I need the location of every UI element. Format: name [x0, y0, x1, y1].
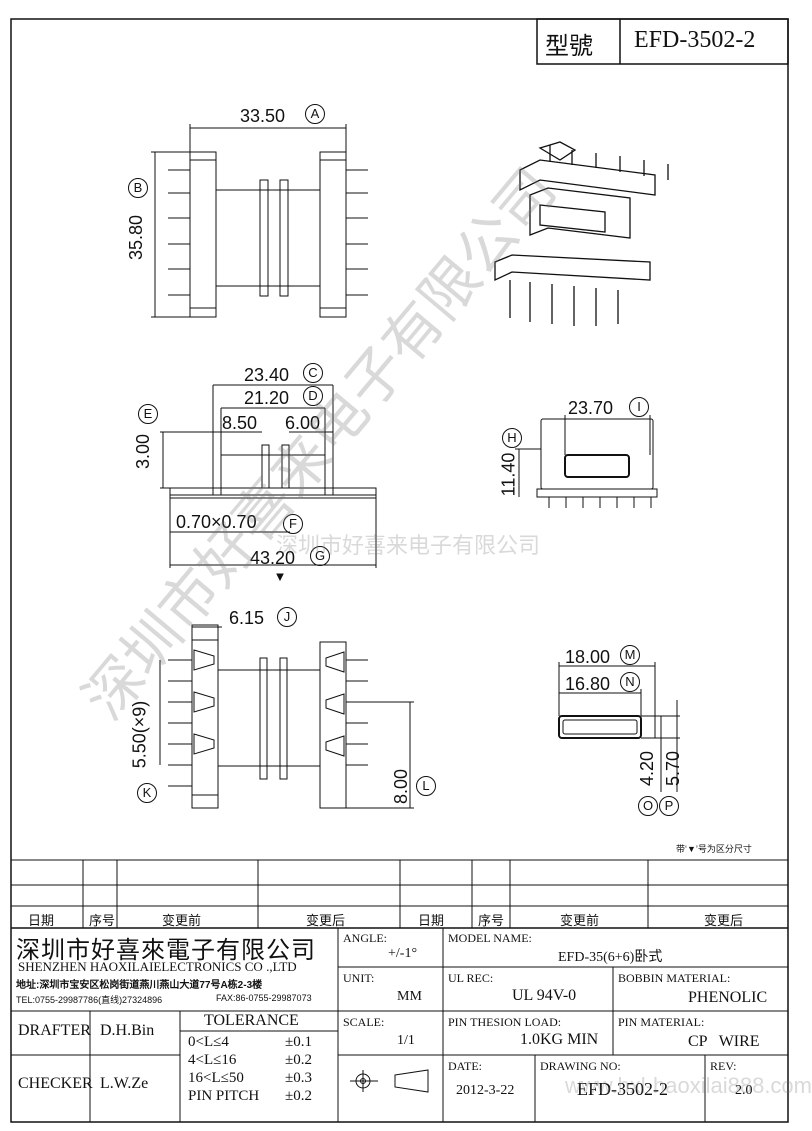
rev-date-header: 日期	[28, 913, 55, 928]
dim-m-value: 18.00	[565, 647, 611, 667]
dim-a-tag: A	[305, 104, 325, 124]
distinction-note: 带‘▼’号为区分尺寸	[676, 844, 752, 854]
top-view	[151, 124, 368, 318]
dim-e-value: 3.00	[133, 433, 154, 470]
dim-e-tag: E	[138, 404, 158, 424]
pin-section-view	[558, 662, 680, 792]
scale-value: 1/1	[397, 1033, 415, 1048]
dim-g-value: 43.20	[250, 548, 296, 568]
rev-before-header: 变更前	[162, 913, 202, 928]
dim-850-value: 8.50	[222, 413, 258, 433]
rev-seq-header: 序号	[89, 913, 116, 928]
dim-c-value: 23.40	[244, 365, 290, 385]
date-label: DATE:	[448, 1059, 482, 1073]
tolerance-range-1: 0<L≤4	[188, 1034, 229, 1050]
unit-label: UNIT:	[343, 971, 375, 985]
dim-n-tag: N	[620, 672, 640, 692]
checker-label: CHECKER	[18, 1075, 93, 1092]
rev-before-header-2: 变更前	[560, 913, 600, 928]
model-value: EFD-3502-2	[634, 27, 756, 53]
dim-o-tag: O	[638, 796, 658, 816]
dim-k-tag: K	[137, 783, 157, 803]
dim-a-value: 33.50	[240, 106, 286, 126]
rev-after-header-2: 变更后	[704, 913, 744, 928]
dim-l-tag: L	[416, 776, 436, 796]
drafter-label: DRAFTER	[18, 1022, 91, 1039]
dim-g-tag: G	[310, 546, 330, 566]
dim-p-value: 5.70	[663, 750, 684, 787]
watermark-center: 深圳市好喜来电子有限公司	[276, 533, 541, 558]
bobbin-material-label: BOBBIN MATERIAL:	[618, 971, 731, 985]
dim-n-value: 16.80	[565, 674, 611, 694]
rev-after-header: 变更后	[306, 913, 346, 928]
title-block-grid	[11, 859, 788, 1122]
front-view	[515, 415, 658, 508]
unit-value: MM	[397, 989, 422, 1004]
dim-c-tag: C	[303, 363, 323, 383]
model-label: 型號	[545, 34, 593, 60]
tolerance-value-2: ±0.2	[285, 1052, 312, 1068]
dim-600-value: 6.00	[285, 413, 321, 433]
dim-f-tag: F	[283, 514, 303, 534]
company-fax: FAX:86-0755-29987073	[216, 993, 312, 1003]
dim-b-tag: B	[128, 178, 148, 198]
bobbin-material-value: PHENOLIC	[688, 989, 768, 1006]
tolerance-range-4: PIN PITCH	[188, 1088, 260, 1104]
tolerance-value-4: ±0.2	[285, 1088, 312, 1104]
angle-value: +/-1°	[388, 946, 418, 961]
company-name-en: SHENZHEN HAOXILAIELECTRONICS CO .,LTD	[18, 959, 297, 974]
isometric-view	[494, 141, 669, 326]
dim-o-value: 4.20	[637, 750, 658, 787]
tolerance-value-1: ±0.1	[285, 1034, 312, 1050]
rev-label: REV:	[710, 1059, 737, 1073]
dim-d-tag: D	[303, 386, 323, 406]
pin-material-label: PIN MATERIAL:	[618, 1015, 705, 1029]
drawing-no-label: DRAWING NO:	[540, 1059, 621, 1073]
tolerance-value-3: ±0.3	[285, 1070, 312, 1086]
ul-value: UL 94V-0	[512, 987, 577, 1004]
drafter-value: D.H.Bin	[100, 1022, 155, 1039]
dim-f-value: 0.70×0.70	[176, 512, 257, 532]
dim-i-tag: I	[629, 397, 649, 417]
scale-label: SCALE:	[343, 1015, 385, 1029]
dim-j-tag: J	[277, 607, 297, 627]
company-tel: TEL:0755-29987786(直线)27324896	[16, 995, 163, 1005]
dim-h-value: 11.40	[498, 452, 519, 497]
model-name-value: EFD-35(6+6)卧式	[558, 950, 663, 965]
pin-material-value: CP WIRE	[688, 1033, 760, 1050]
date-value: 2012-3-22	[456, 1083, 515, 1098]
dim-h-tag: H	[502, 428, 522, 448]
rev-seq-header-2: 序号	[478, 913, 505, 928]
rev-date-header-2: 日期	[418, 913, 445, 928]
ul-label: UL REC:	[448, 971, 494, 985]
rev-value: 2.0	[735, 1083, 753, 1098]
dim-p-tag: P	[659, 796, 679, 816]
dim-j-value: 6.15	[229, 608, 265, 628]
bottom-view	[159, 624, 414, 809]
drawing-no-value: EFD-3502-2	[577, 1079, 668, 1099]
tolerance-title: TOLERANCE	[204, 1012, 299, 1029]
company-address: 地址:深圳市宝安区松岗街道燕川燕山大道77号A栋2-3楼	[16, 980, 263, 991]
company-name-cn: 深圳市好喜來電子有限公司	[16, 938, 316, 964]
dim-i-value: 23.70	[568, 398, 614, 418]
pin-load-value: 1.0KG MIN	[520, 1031, 599, 1048]
tolerance-range-3: 16<L≤50	[188, 1070, 244, 1086]
checker-value: L.W.Ze	[100, 1075, 149, 1092]
tolerance-range-2: 4<L≤16	[188, 1052, 237, 1068]
projection-symbol	[350, 1069, 429, 1093]
dim-d-value: 21.20	[244, 388, 290, 408]
side-view	[160, 384, 377, 582]
dim-m-tag: M	[620, 645, 640, 665]
dim-l-value: 8.00	[391, 768, 412, 805]
dim-b-value: 35.80	[126, 214, 147, 261]
angle-label: ANGLE:	[343, 931, 387, 945]
pin-load-label: PIN THESION LOAD:	[448, 1015, 562, 1029]
watermark-url: www.hxl-haoxilai888.com	[565, 1073, 812, 1098]
model-name-label: MODEL NAME:	[448, 931, 532, 945]
